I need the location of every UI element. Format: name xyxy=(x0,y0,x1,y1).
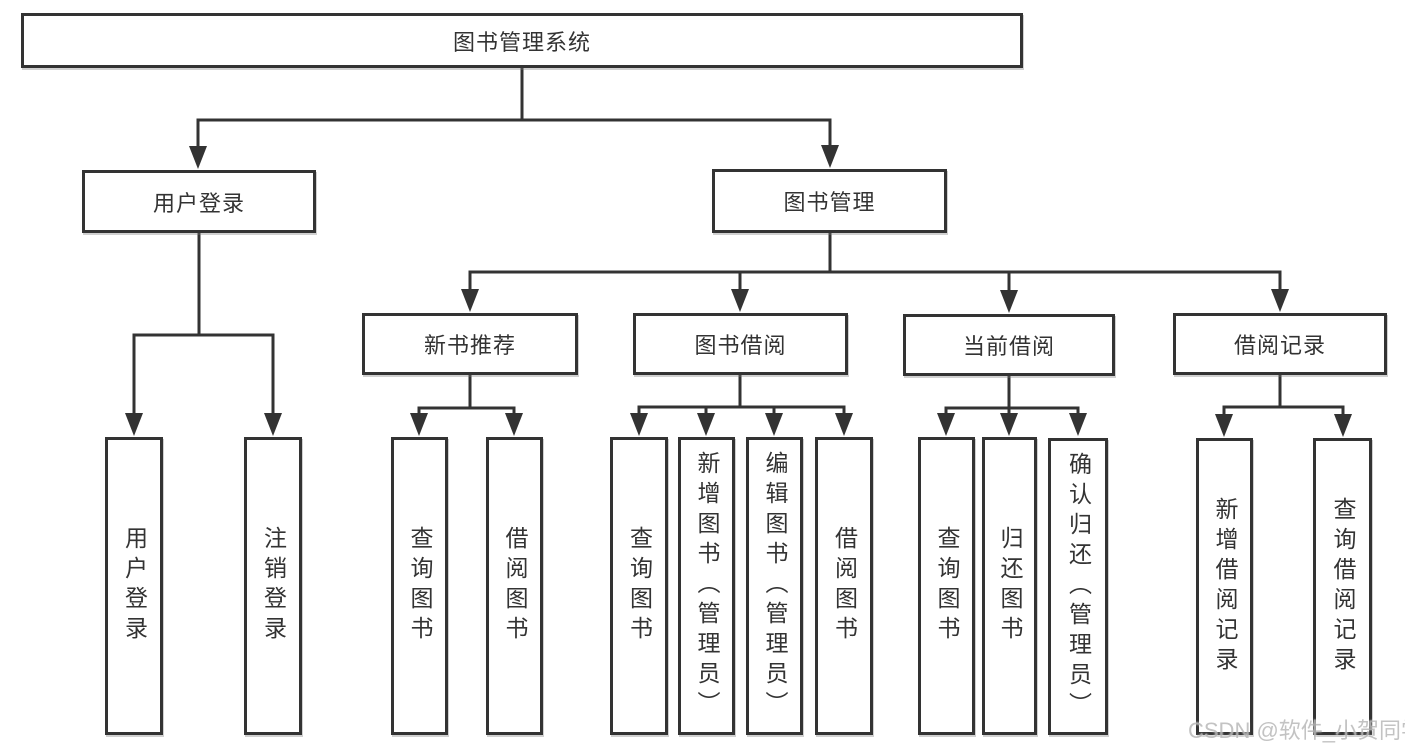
leaf-add-book-admin: 新增图书（管理员） xyxy=(678,437,735,735)
leaf-edit-book-admin: 编辑图书（管理员） xyxy=(746,437,803,735)
leaf-query-books-borrow: 查询图书 xyxy=(610,437,668,735)
leaf-borrow-books: 借阅图书 xyxy=(815,437,873,735)
leaf-borrow-books-recommend: 借阅图书 xyxy=(486,437,543,735)
leaf-confirm-return-admin: 确认归还（管理员） xyxy=(1048,438,1108,735)
leaf-logout: 注销登录 xyxy=(244,437,302,735)
leaf-query-books-current: 查询图书 xyxy=(918,437,975,735)
node-current-borrow: 当前借阅 xyxy=(903,314,1115,376)
leaf-query-borrow-record: 查询借阅记录 xyxy=(1313,438,1372,735)
leaf-query-books-recommend: 查询图书 xyxy=(391,437,448,735)
watermark: CSDN @软件_小贺同学 xyxy=(1188,718,1405,743)
node-borrow-records: 借阅记录 xyxy=(1173,313,1387,375)
node-user-login: 用户登录 xyxy=(82,170,316,233)
leaf-user-login: 用户登录 xyxy=(105,437,163,735)
node-book-management: 图书管理 xyxy=(712,169,947,233)
leaf-return-book: 归还图书 xyxy=(982,437,1037,735)
leaf-add-borrow-record: 新增借阅记录 xyxy=(1196,438,1253,735)
node-new-book-recommend: 新书推荐 xyxy=(362,313,578,375)
node-book-borrow: 图书借阅 xyxy=(633,313,848,375)
node-library-system: 图书管理系统 xyxy=(21,13,1023,68)
